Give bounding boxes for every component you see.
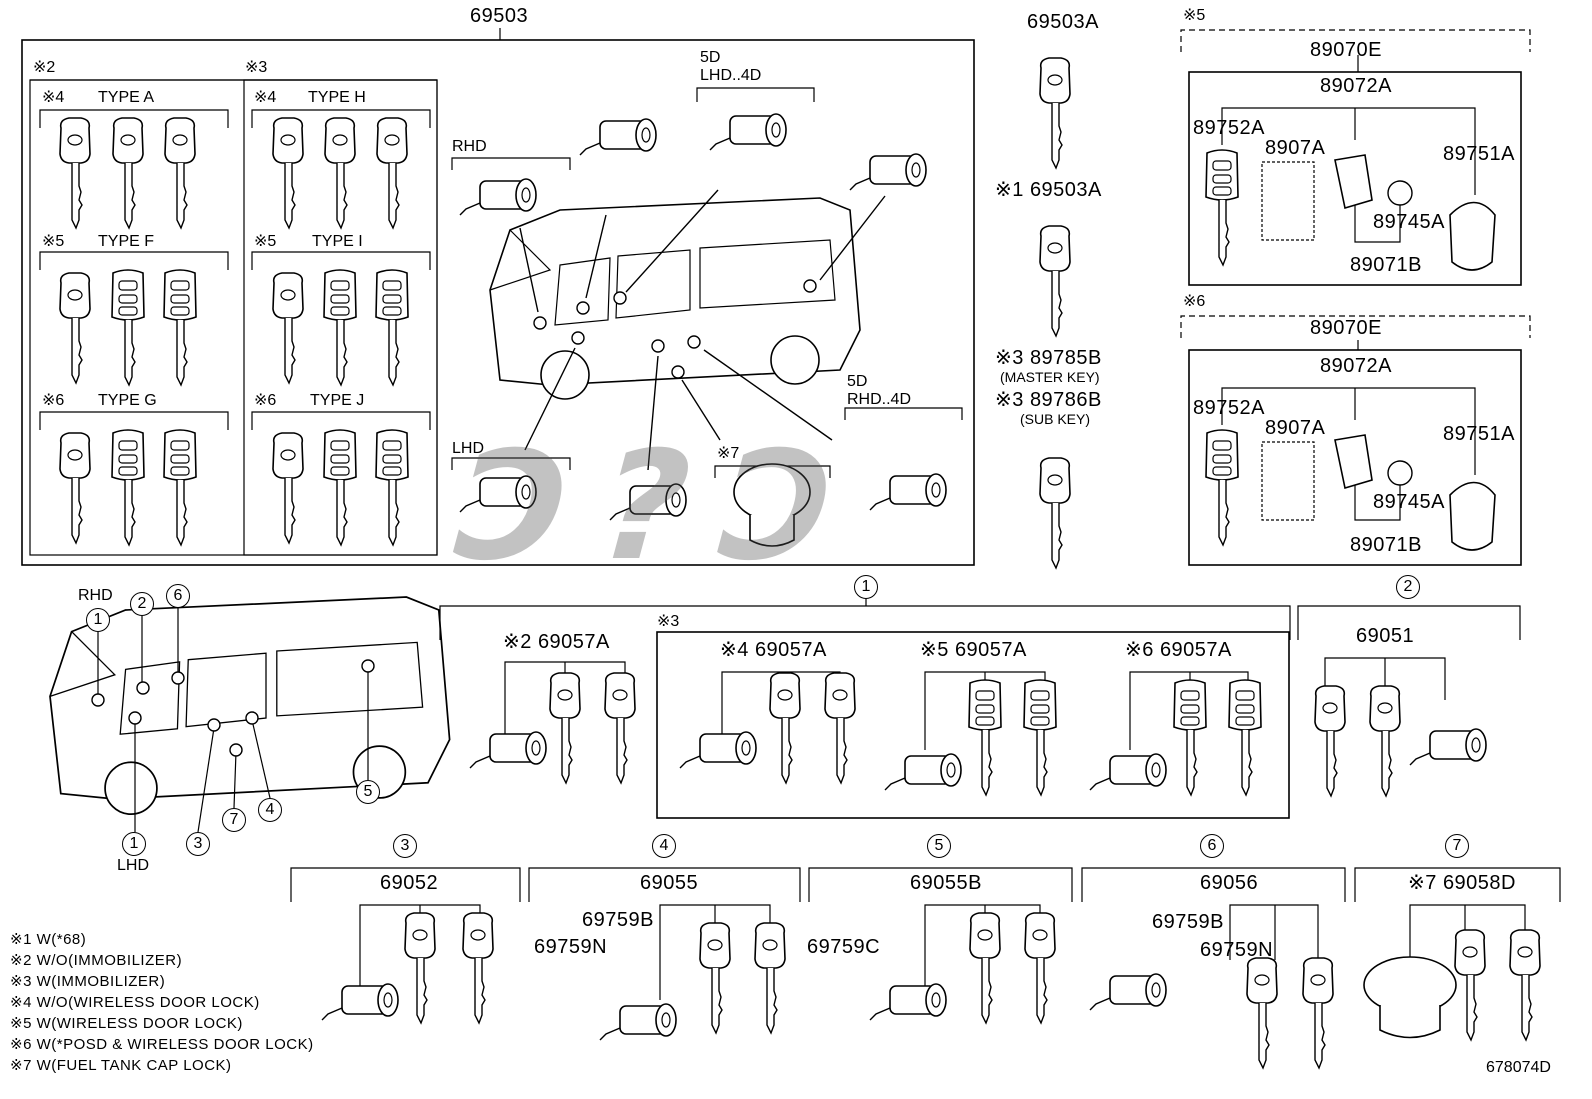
- remote5-8907A: 8907A: [1265, 137, 1326, 159]
- set1-note2-part: ※2 69057A: [503, 631, 610, 653]
- set2-part-69051: 69051: [1356, 625, 1415, 647]
- vehicle-rhd-label: RHD: [78, 587, 113, 604]
- set-7-callout: 7: [1445, 834, 1469, 858]
- type-a-label: TYPE A: [98, 89, 155, 106]
- master-key-label: (MASTER KEY): [1000, 369, 1100, 385]
- main-part-number: 69503: [470, 5, 529, 27]
- note-2: ※2 W/O(IMMOBILIZER): [10, 952, 183, 969]
- set1-note3-mark: ※3: [657, 613, 680, 630]
- set6-part-69759B: 69759B: [1152, 911, 1224, 933]
- set5-part-69055B: 69055B: [910, 872, 982, 894]
- type-j-label: TYPE J: [310, 392, 365, 409]
- type-h-label: TYPE H: [308, 89, 366, 106]
- callout-3: 3: [186, 832, 210, 856]
- remote6-89071B: 89071B: [1350, 534, 1422, 556]
- set-1-callout: 1: [854, 575, 878, 599]
- set-2-callout: 2: [1396, 575, 1420, 599]
- set-6-callout: 6: [1200, 834, 1224, 858]
- watermark: Ͻ ? Ͻ: [436, 420, 845, 594]
- remote6-89072A: 89072A: [1320, 355, 1392, 377]
- part-69503A-n1: ※1 69503A: [995, 179, 1102, 201]
- set-5-callout: 5: [927, 834, 951, 858]
- location-lhd-label: LHD: [452, 440, 485, 457]
- set4-part-69055: 69055: [640, 872, 699, 894]
- vehicle-lhd-label: LHD: [117, 857, 150, 874]
- set6-part-69056: 69056: [1200, 872, 1259, 894]
- type-h-mark: ※4: [254, 89, 277, 106]
- note-4: ※4 W/O(WIRELESS DOOR LOCK): [10, 994, 260, 1011]
- type-g-mark: ※6: [42, 392, 65, 409]
- part-89786B: ※3 89786B: [995, 389, 1102, 411]
- remote5-89072A: 89072A: [1320, 75, 1392, 97]
- group-3-mark: ※3: [245, 59, 268, 76]
- note-1: ※1 W(*68): [10, 931, 87, 948]
- remote6-89745A: 89745A: [1373, 491, 1445, 513]
- set-3-callout: 3: [393, 834, 417, 858]
- location-rhd-label: RHD: [452, 138, 487, 155]
- type-i-label: TYPE I: [312, 233, 363, 250]
- set7-part-69058D: ※7 69058D: [1408, 872, 1516, 894]
- rhd-4d-label: RHD..4D: [847, 391, 912, 408]
- remote5-89071B: 89071B: [1350, 254, 1422, 276]
- note-7: ※7 W(FUEL TANK CAP LOCK): [10, 1057, 232, 1074]
- set6-part-69759N: 69759N: [1200, 939, 1274, 961]
- part-89785B: ※3 89785B: [995, 347, 1102, 369]
- remote6-8907A: 8907A: [1265, 417, 1326, 439]
- five-door-lhd-label: 5D: [700, 49, 721, 66]
- part-69503A: 69503A: [1027, 11, 1099, 33]
- remote5-mark: ※5: [1183, 7, 1206, 24]
- remote5-89752A: 89752A: [1193, 117, 1265, 139]
- remote6-89070E: 89070E: [1310, 317, 1382, 339]
- remote6-89752A: 89752A: [1193, 397, 1265, 419]
- note-5: ※5 W(WIRELESS DOOR LOCK): [10, 1015, 243, 1032]
- remote5-89751A: 89751A: [1443, 143, 1515, 165]
- note-7-mark: ※7: [717, 445, 740, 462]
- sub-key-label: (SUB KEY): [1020, 411, 1091, 427]
- remote6-89751A: 89751A: [1443, 423, 1515, 445]
- callout-6: 6: [166, 584, 190, 608]
- set4-part-69759N: 69759N: [534, 936, 608, 958]
- callout-7: 7: [222, 808, 246, 832]
- diagram-code: 678074D: [1486, 1059, 1551, 1076]
- callout-2: 2: [130, 592, 154, 616]
- callout-1-rhd: 1: [86, 608, 110, 632]
- remote6-mark: ※6: [1183, 293, 1206, 310]
- set4-part-69759B: 69759B: [582, 909, 654, 931]
- lhd-4d-label: LHD..4D: [700, 67, 762, 84]
- set1-note4-part: ※4 69057A: [720, 639, 827, 661]
- note-3: ※3 W(IMMOBILIZER): [10, 973, 166, 990]
- type-i-mark: ※5: [254, 233, 277, 250]
- type-a-mark: ※4: [42, 89, 65, 106]
- type-f-label: TYPE F: [98, 233, 155, 250]
- set1-note5-part: ※5 69057A: [920, 639, 1027, 661]
- remote5-89070E: 89070E: [1310, 39, 1382, 61]
- type-f-mark: ※5: [42, 233, 65, 250]
- remote5-89745A: 89745A: [1373, 211, 1445, 233]
- set1-note6-part: ※6 69057A: [1125, 639, 1232, 661]
- type-g-label: TYPE G: [98, 392, 157, 409]
- group-2-mark: ※2: [33, 59, 56, 76]
- type-j-mark: ※6: [254, 392, 277, 409]
- set3-part-69052: 69052: [380, 872, 439, 894]
- note-6: ※6 W(*POSD & WIRELESS DOOR LOCK): [10, 1036, 314, 1053]
- callout-4: 4: [258, 798, 282, 822]
- callout-1-lhd: 1: [122, 832, 146, 856]
- set-4-callout: 4: [652, 834, 676, 858]
- set5-part-69759C: 69759C: [807, 936, 881, 958]
- five-door-rhd-label: 5D: [847, 373, 868, 390]
- callout-5: 5: [356, 780, 380, 804]
